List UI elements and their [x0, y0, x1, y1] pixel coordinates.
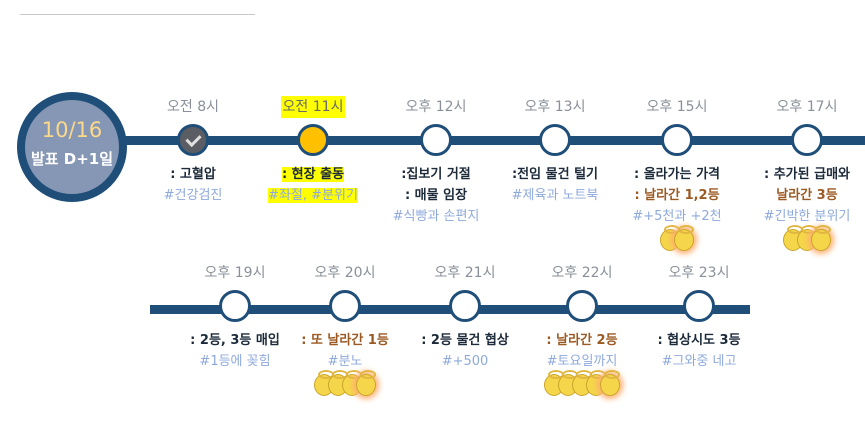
- event-description: : 고혈압: [170, 167, 216, 182]
- timeline-event: 오후 15시 : 올라가는 가격 : 날라간 1,2등 #+5천과 +2천: [607, 96, 747, 251]
- divider: [20, 14, 255, 15]
- event-description: : 또 날라간 1등: [301, 333, 389, 348]
- event-time: 오후 12시: [405, 99, 467, 115]
- timeline-node: [329, 290, 361, 322]
- timeline-node: [297, 124, 329, 156]
- event-tag: #분노: [327, 354, 363, 369]
- event-time: 오후 19시: [204, 265, 266, 281]
- timeline-event: 오후 20시 : 또 날라간 1등 #분노: [275, 262, 415, 396]
- day-label: 발표 D+1일: [30, 150, 114, 168]
- event-description: : 추가된 급매와: [763, 167, 850, 182]
- event-tag: #식빵과 손편지: [392, 209, 480, 224]
- date-badge: 10/16 발표 D+1일: [17, 92, 127, 202]
- event-time: 오후 23시: [668, 265, 730, 281]
- timeline-event: 오후 19시 : 2등, 3등 매입 #1등에 꽂힘: [165, 262, 305, 372]
- timeline-event: 오후 21시 : 2등 물건 협상 #+500: [395, 262, 535, 372]
- event-time: 오후 21시: [434, 265, 496, 281]
- event-description: : 협상시도 3등: [657, 333, 741, 348]
- event-time: 오후 15시: [646, 99, 708, 115]
- angel-emoji-icon: [356, 370, 376, 396]
- angel-emoji-group: [607, 225, 747, 251]
- angel-emoji-group: [275, 370, 415, 396]
- angel-emoji-group: [737, 225, 865, 251]
- event-description: : 2등 물건 협상: [421, 333, 509, 348]
- event-description: : 현장 출동: [281, 167, 345, 182]
- event-tag: #제육과 노트북: [511, 188, 599, 203]
- event-tag: #좌절, #분위기: [268, 188, 358, 203]
- event-tag: #건강검진: [163, 188, 223, 203]
- event-tag: #+500: [441, 354, 489, 369]
- timeline-event: 오후 13시 :전임 물건 털기 #제육과 노트북: [485, 96, 625, 206]
- event-description: 날라간 3등: [776, 188, 838, 203]
- timeline-event: 오후 12시 :집보기 거절 : 매물 임장 #식빵과 손편지: [366, 96, 506, 227]
- timeline-node: [219, 290, 251, 322]
- check-node-icon: [177, 124, 209, 156]
- timeline-track-top: [120, 136, 865, 145]
- event-description: :전임 물건 털기: [511, 167, 598, 182]
- timeline-event: 오전 11시 : 현장 출동 #좌절, #분위기: [243, 96, 383, 206]
- timeline-node: [539, 124, 571, 156]
- event-time: 오후 13시: [524, 99, 586, 115]
- angel-emoji-group: [512, 370, 652, 396]
- event-tag: #+5천과 +2천: [632, 209, 722, 224]
- event-time: 오후 20시: [314, 265, 376, 281]
- timeline-node: [791, 124, 823, 156]
- event-description: : 날라간 2등: [546, 333, 618, 348]
- event-time: 오전 11시: [280, 96, 346, 118]
- timeline-node: [661, 124, 693, 156]
- angel-emoji-icon: [674, 225, 694, 251]
- event-tag: #토요일까지: [546, 354, 618, 369]
- event-description: :집보기 거절: [401, 167, 471, 182]
- timeline-event: 오전 8시 : 고혈압 #건강검진: [123, 96, 263, 206]
- event-time: 오후 17시: [776, 99, 838, 115]
- timeline-event: 오후 22시 : 날라간 2등 #토요일까지: [512, 262, 652, 396]
- timeline-node: [566, 290, 598, 322]
- timeline-event: 오후 23시 : 협상시도 3등 #그와중 네고: [629, 262, 769, 372]
- angel-emoji-icon: [811, 225, 831, 251]
- timeline-node: [683, 290, 715, 322]
- event-time: 오전 8시: [167, 99, 219, 115]
- angel-emoji-icon: [600, 370, 620, 396]
- event-tag: #그와중 네고: [661, 354, 737, 369]
- event-tag: #긴박한 분위기: [763, 209, 851, 224]
- event-description: : 매물 임장: [404, 188, 468, 203]
- event-tag: #1등에 꽂힘: [199, 354, 271, 369]
- date: 10/16: [41, 118, 103, 142]
- timeline-node: [420, 124, 452, 156]
- timeline-node: [449, 290, 481, 322]
- event-time: 오후 22시: [551, 265, 613, 281]
- event-description: : 올라가는 가격: [633, 167, 720, 182]
- event-description: : 2등, 3등 매입: [190, 333, 280, 348]
- event-description: : 날라간 1,2등: [634, 188, 720, 203]
